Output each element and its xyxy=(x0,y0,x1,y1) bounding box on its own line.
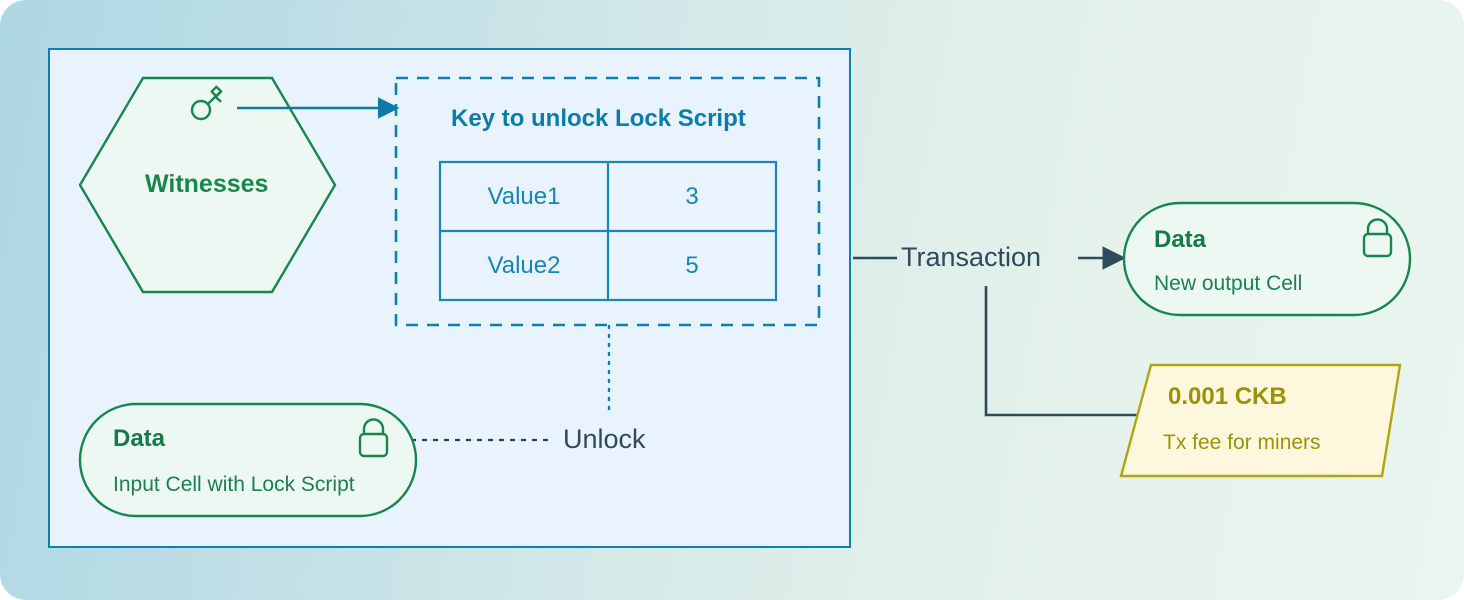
output-cell-subtitle: New output Cell xyxy=(1154,272,1303,295)
input-cell-title: Data xyxy=(113,425,166,452)
output-cell-shape xyxy=(1122,201,1412,317)
witnesses-hexagon xyxy=(78,76,337,294)
table-row: 5 xyxy=(685,251,699,279)
tx-fee-subtitle: Tx fee for miners xyxy=(1163,431,1321,454)
lock-icon xyxy=(1362,218,1393,258)
unlock-label: Unlock xyxy=(563,424,646,454)
table-row: Value2 xyxy=(487,251,561,279)
input-cell-shape xyxy=(78,402,418,518)
tx-fee-parallelogram xyxy=(1119,363,1402,478)
input-cell-subtitle: Input Cell with Lock Script xyxy=(113,473,355,496)
table-row: 3 xyxy=(685,182,699,210)
value-table-grid xyxy=(438,160,778,302)
table-row: Value1 xyxy=(487,182,561,210)
transaction-to-fee-line xyxy=(984,286,1142,417)
lock-icon xyxy=(358,418,389,458)
output-cell-title: Data xyxy=(1154,226,1207,253)
tx-fee-amount: 0.001 CKB xyxy=(1168,383,1287,410)
transaction-label: Transaction xyxy=(901,242,1042,272)
script-dashed-box xyxy=(394,76,821,327)
witnesses-label: Witnesses xyxy=(145,170,269,198)
script-box-title: Key to unlock Lock Script xyxy=(451,105,746,132)
key-icon xyxy=(190,85,223,121)
